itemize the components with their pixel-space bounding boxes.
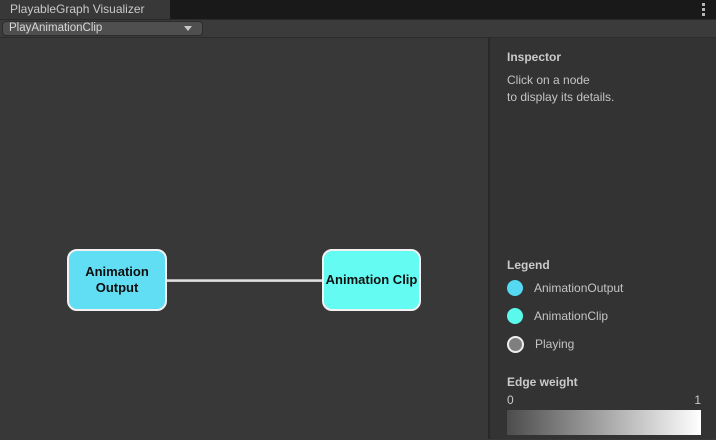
edge-weight-max: 1 bbox=[694, 392, 701, 407]
panel-divider bbox=[488, 38, 490, 439]
tab-playablegraph-visualizer[interactable]: PlayableGraph Visualizer bbox=[0, 0, 170, 19]
graph-selector-dropdown[interactable]: PlayAnimationClip bbox=[2, 21, 203, 36]
legend-label: AnimationOutput bbox=[534, 281, 624, 296]
animation-output-dot-icon bbox=[507, 280, 523, 297]
kebab-menu-icon[interactable] bbox=[702, 3, 705, 16]
node-animation-output[interactable]: Animation Output bbox=[67, 249, 167, 311]
edge-weight-title: Edge weight bbox=[507, 374, 578, 389]
inspector-hint-line2: to display its details. bbox=[507, 89, 615, 104]
graph-selector-value: PlayAnimationClip bbox=[9, 22, 103, 34]
legend-item-animation-clip: AnimationClip bbox=[507, 308, 701, 325]
inspector-panel: Inspector Click on a node to display its… bbox=[490, 38, 716, 439]
window-tab-bar: PlayableGraph Visualizer bbox=[0, 0, 716, 19]
node-animation-clip[interactable]: Animation Clip bbox=[322, 249, 421, 311]
animation-clip-dot-icon bbox=[507, 308, 523, 325]
edge-weight-scale: 0 1 bbox=[507, 393, 701, 407]
legend-label: Playing bbox=[535, 337, 575, 352]
edge-weight-section: Edge weight 0 1 bbox=[507, 375, 701, 435]
inspector-title: Inspector bbox=[507, 50, 562, 64]
graph-canvas[interactable]: Animation Output Animation Clip bbox=[0, 38, 488, 439]
playing-dot-icon bbox=[507, 335, 524, 353]
graph-edge bbox=[164, 279, 325, 282]
legend-title: Legend bbox=[507, 257, 550, 272]
edge-weight-gradient-bar bbox=[507, 409, 701, 435]
inspector-hint-line1: Click on a node bbox=[507, 73, 590, 87]
edge-weight-min: 0 bbox=[507, 392, 514, 407]
chevron-down-icon bbox=[184, 26, 192, 31]
toolbar: PlayAnimationClip bbox=[0, 19, 716, 38]
inspector-hint: Click on a node to display its details. bbox=[507, 72, 701, 106]
legend-item-animation-output: AnimationOutput bbox=[507, 280, 701, 297]
legend-section: Legend AnimationOutput AnimationClip Pla… bbox=[507, 258, 701, 353]
legend-item-playing: Playing bbox=[507, 335, 701, 353]
legend-label: AnimationClip bbox=[534, 309, 609, 324]
